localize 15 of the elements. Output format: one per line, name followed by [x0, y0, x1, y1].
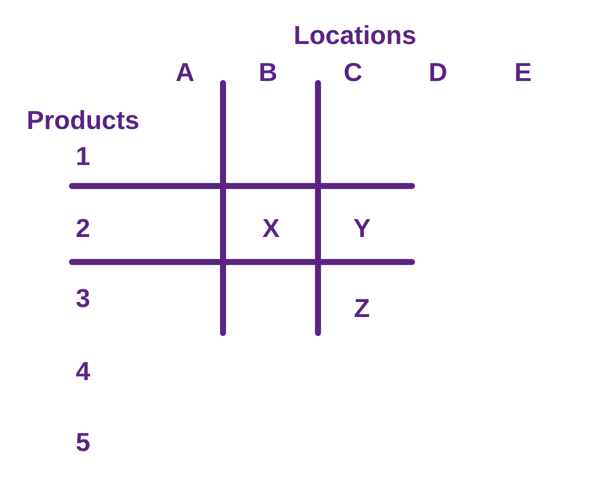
- cell-mark: Z: [354, 295, 370, 321]
- row-label: 3: [76, 285, 90, 311]
- column-label: D: [428, 59, 448, 85]
- row-label: 4: [76, 358, 90, 384]
- row-label: 2: [76, 215, 90, 241]
- row-label: 1: [76, 143, 90, 169]
- cell-mark: Y: [353, 215, 371, 241]
- cell-mark: X: [262, 215, 280, 241]
- axis-title: Locations: [294, 22, 416, 48]
- axis-title: Products: [26, 107, 140, 133]
- column-label: A: [176, 59, 194, 85]
- column-label: B: [258, 59, 278, 85]
- column-label: C: [344, 59, 362, 85]
- row-label: 5: [76, 429, 90, 455]
- column-label: E: [514, 59, 532, 85]
